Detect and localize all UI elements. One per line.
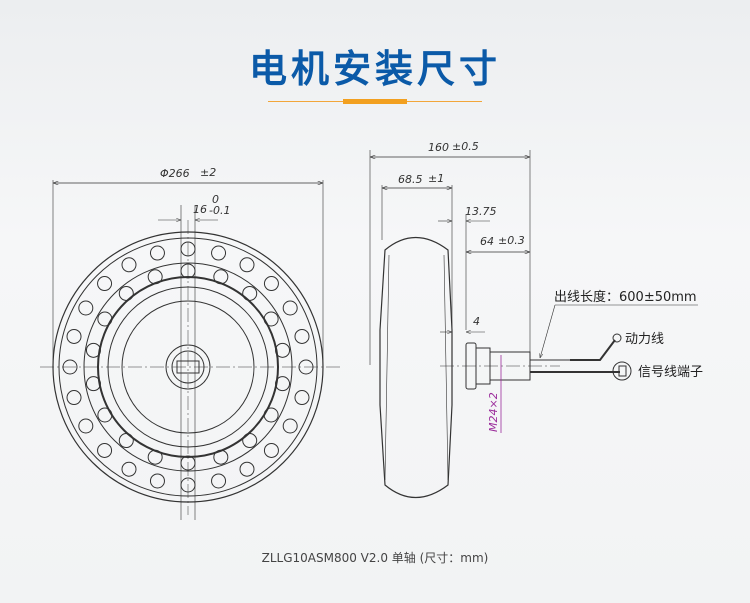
rim-hole [78, 300, 94, 316]
rim-hole [239, 461, 255, 477]
rim-hole [213, 269, 229, 285]
thread-dim: M24×2 [487, 392, 500, 432]
rim-hole [66, 328, 82, 344]
rim-hole [118, 285, 134, 301]
rim-hole [239, 257, 255, 273]
rim-hole [263, 311, 279, 327]
power-cable-label: 动力线 [625, 332, 664, 347]
diameter-tol: ±2 [200, 166, 216, 179]
shaft-width-dim: 16 [193, 203, 207, 216]
shaft-tol-upper: 0 [212, 193, 219, 206]
rim-hole [62, 359, 78, 375]
rim-hole [147, 269, 163, 285]
front-view [40, 180, 340, 520]
rim-hole [242, 285, 258, 301]
signal-terminal-label: 信号线端子 [638, 365, 703, 380]
rim-hole [97, 442, 113, 458]
gap-dim: 4 [473, 315, 480, 328]
rim-hole [180, 477, 196, 493]
total-width-dim: 160 [428, 141, 449, 154]
rim-hole [263, 407, 279, 423]
cable-length-label: 出线长度：600±50mm [554, 289, 697, 305]
rim-hole [97, 311, 113, 327]
rim-hole [275, 376, 291, 392]
shaft-tol-lower: -0.1 [209, 204, 230, 217]
rim-hole [85, 376, 101, 392]
rim-hole [149, 245, 165, 261]
rim-hole [211, 473, 227, 489]
rim-hole [78, 418, 94, 434]
rim-hole [180, 263, 196, 279]
rim-hole [97, 276, 113, 292]
rim-hole [147, 449, 163, 465]
diameter-dim: Φ266 [160, 167, 190, 180]
rim-hole [121, 257, 137, 273]
rim-hole [118, 433, 134, 449]
rim-hole [298, 359, 314, 375]
drawing-caption: ZLLG10ASM800 V2.0 单轴 (尺寸：mm) [261, 551, 489, 565]
rim-hole [121, 461, 137, 477]
rim-hole [282, 300, 298, 316]
rim-hole [263, 276, 279, 292]
rim-hole [211, 245, 227, 261]
rim-hole [213, 449, 229, 465]
tire-width-dim: 68.5 [398, 173, 423, 186]
rim-hole [180, 241, 196, 257]
rim-hole [275, 342, 291, 358]
side-view [369, 150, 698, 498]
page-title: 电机安装尺寸 [248, 47, 501, 91]
shaft-length-tol: ±0.3 [498, 234, 525, 247]
tire-width-tol: ±1 [428, 172, 444, 185]
total-width-tol: ±0.5 [452, 140, 479, 153]
title-accent-bar [343, 99, 407, 104]
rim-hole [242, 433, 258, 449]
rim-hole [282, 418, 298, 434]
rim-hole [294, 328, 310, 344]
offset-dim: 13.75 [465, 205, 497, 218]
rim-hole [85, 342, 101, 358]
rim-hole [180, 455, 196, 471]
rim-hole [149, 473, 165, 489]
rim-hole [97, 407, 113, 423]
shaft-length-dim: 64 [480, 235, 494, 248]
rim-hole [294, 390, 310, 406]
rim-hole [66, 390, 82, 406]
rim-hole [263, 442, 279, 458]
